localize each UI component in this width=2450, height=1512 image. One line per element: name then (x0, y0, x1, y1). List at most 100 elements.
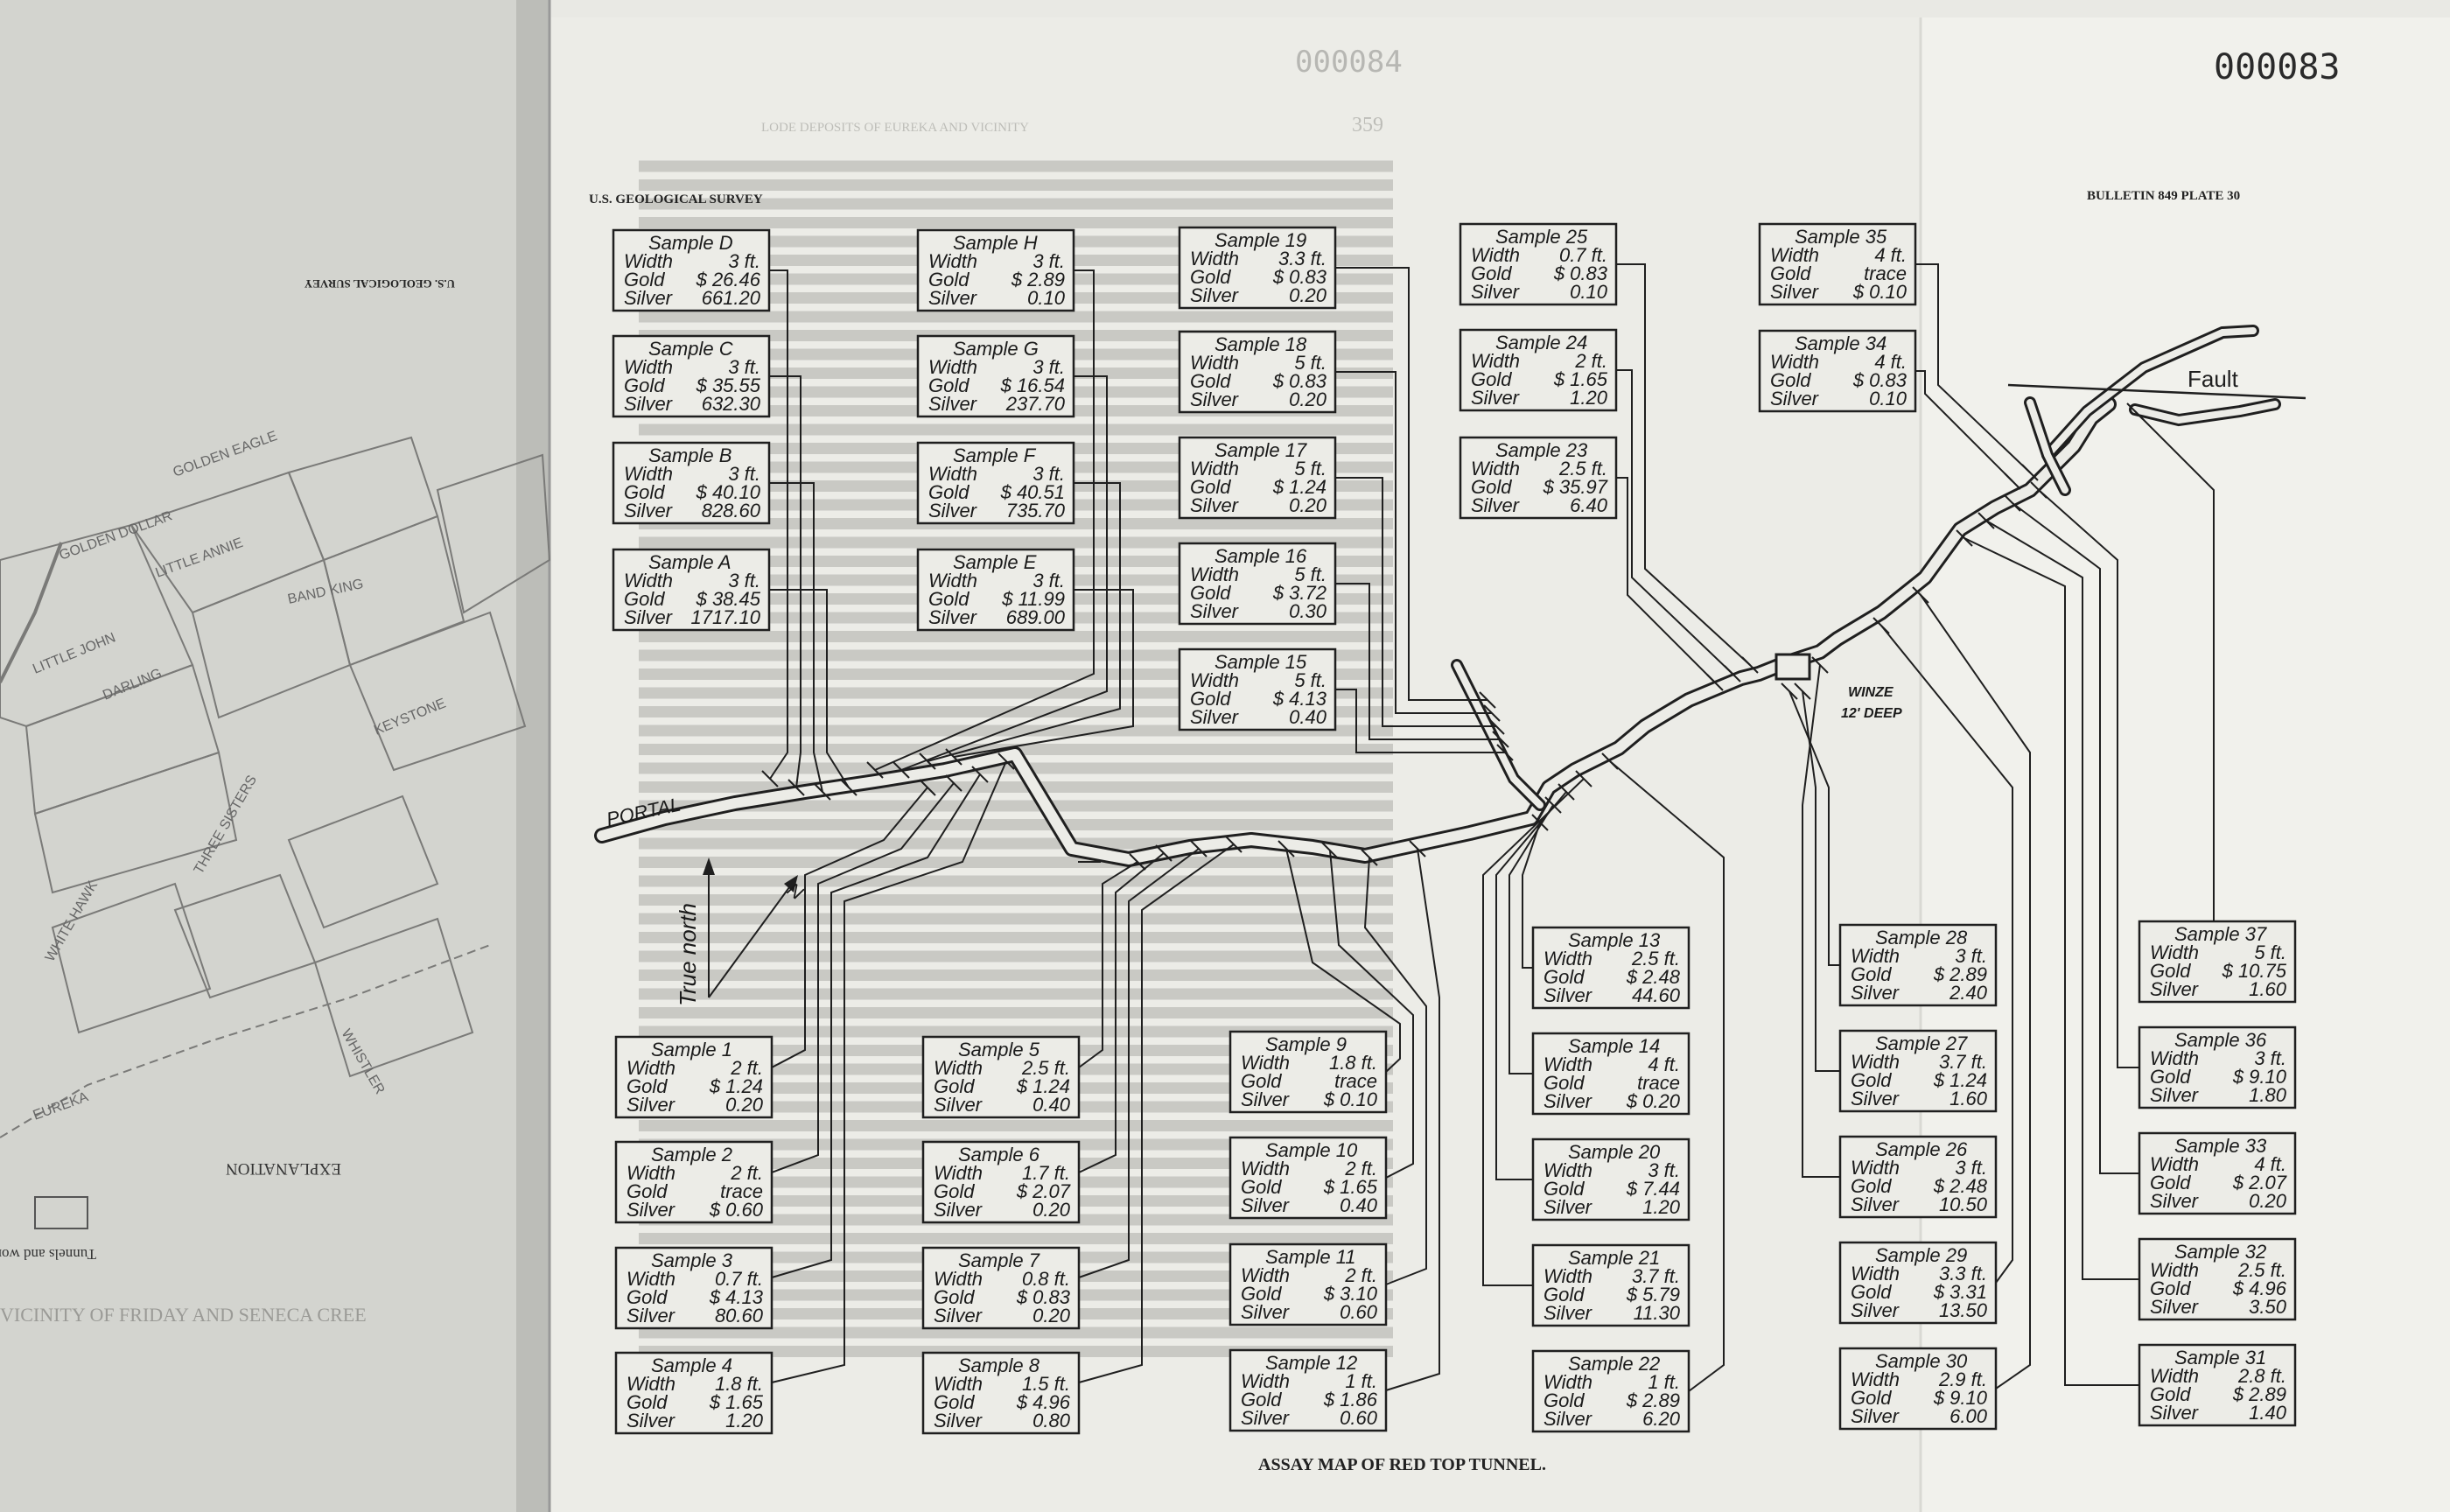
sample-gold-label: Gold (1241, 1070, 1282, 1092)
sample-gold-label: Gold (1190, 370, 1231, 392)
sample-width-label: Width (934, 1373, 983, 1395)
leader-line (769, 270, 788, 780)
sample-name: Sample 13 (1568, 929, 1661, 951)
sample-gold-label: Gold (934, 1075, 975, 1097)
sample-width-value: 2.9 ft. (1938, 1368, 1987, 1390)
sample-width-value: 5 ft. (1294, 564, 1326, 585)
sample-name: Sample 28 (1875, 927, 1968, 948)
sample-box-frame (614, 1140, 774, 1224)
sample-gold-label: Gold (1851, 963, 1892, 985)
sample-gold-label: Gold (626, 1391, 668, 1413)
sample-gold-label: Gold (1770, 262, 1811, 284)
leader-line (1508, 804, 1554, 1074)
sample-silver-label: Silver (934, 1199, 984, 1221)
sample-box-frame (612, 334, 771, 418)
sample-name: Sample 31 (2174, 1347, 2266, 1368)
sample-box-frame (1758, 222, 1917, 306)
sample-silver-label: Silver (1544, 1302, 1593, 1324)
sample-width-label: Width (624, 356, 673, 378)
sample-silver-value: 3.50 (2249, 1296, 2287, 1318)
sample-name: Sample C (648, 338, 733, 360)
header-right: BULLETIN 849 PLATE 30 (2087, 189, 2240, 203)
sample-silver-label: Silver (1770, 388, 1820, 410)
sample-box-frame (1531, 1349, 1690, 1433)
sample-silver-value: 1717.10 (690, 606, 760, 628)
sample-width-value: 3.7 ft. (1939, 1051, 1987, 1073)
sample-box-frame (1838, 1241, 1998, 1325)
sample-width-label: Width (928, 570, 977, 592)
magnetic-north-arrow (708, 883, 793, 998)
sample-box-frame (1459, 222, 1618, 306)
page-number: 359 (1352, 114, 1383, 136)
sample-gold-label: Gold (928, 374, 970, 396)
sample-gold-label: Gold (2150, 1278, 2191, 1299)
sample-silver-label: Silver (934, 1410, 984, 1432)
leader-line (1335, 477, 1496, 727)
sample-gold-value: trace (1637, 1072, 1680, 1094)
sample-gold-value: $ 0.83 (1016, 1286, 1071, 1308)
sample-gold-value: $ 0.83 (1553, 262, 1608, 284)
sample-gold-label: Gold (1544, 1072, 1585, 1094)
sample-width-value: 3 ft. (1648, 1159, 1680, 1181)
sample-gold-label: Gold (1544, 1390, 1585, 1411)
sample-gold-label: Gold (624, 374, 665, 396)
sample-width-label: Width (626, 1268, 676, 1290)
sample-silver-label: Silver (1241, 1407, 1291, 1429)
sample-box-frame (916, 441, 1075, 525)
leader-line (1363, 857, 1427, 1285)
leader-line (1915, 263, 2031, 473)
sample-silver-value: 1.20 (725, 1410, 764, 1432)
sample-box-frame (916, 548, 1075, 632)
leader-line (1616, 263, 1751, 666)
sample-gold-label: Gold (928, 481, 970, 503)
sample-width-value: 3 ft. (1032, 570, 1065, 592)
sample-width-label: Width (1241, 1052, 1290, 1074)
sample-silver-label: Silver (624, 393, 674, 415)
sample-silver-label: Silver (928, 287, 978, 309)
sample-name: Sample 34 (1795, 332, 1886, 354)
sample-silver-label: Silver (2150, 1402, 2200, 1424)
sample-silver-value: $ 0.10 (1323, 1088, 1378, 1110)
sample-gold-value: $ 2.89 (1933, 963, 1987, 985)
sample-name: Sample 35 (1795, 226, 1887, 248)
sample-width-label: Width (1190, 669, 1239, 691)
leader-line (2038, 489, 2139, 1068)
sample-silver-label: Silver (1471, 281, 1521, 303)
sample-gold-value: $ 1.65 (1323, 1176, 1378, 1198)
sample-silver-value: 689.00 (1006, 606, 1066, 628)
sample-silver-value: 0.20 (1289, 388, 1327, 410)
leader-line (1482, 778, 1585, 1286)
sample-gold-value: $ 4.96 (2232, 1278, 2287, 1299)
sample-name: Sample 3 (651, 1250, 733, 1271)
sample-width-value: 4 ft. (2254, 1153, 2286, 1175)
sample-gold-label: Gold (1471, 262, 1512, 284)
sample-silver-value: $ 0.10 (1852, 281, 1908, 303)
sample-width-value: 2.5 ft. (1631, 948, 1680, 970)
sample-width-value: 3 ft. (1955, 1157, 1987, 1179)
sample-silver-value: 0.10 (1027, 287, 1066, 309)
sample-gold-value: $ 1.86 (1323, 1389, 1378, 1410)
sample-gold-label: Gold (626, 1286, 668, 1308)
leader-line (771, 774, 981, 1278)
sample-silver-label: Silver (928, 500, 978, 522)
sample-gold-value: $ 2.89 (2232, 1383, 2286, 1405)
sample-box-frame (1178, 226, 1337, 310)
sample-name: Sample 37 (2174, 923, 2267, 945)
left-page (0, 0, 550, 1512)
sample-gold-label: Gold (1770, 369, 1811, 391)
leader-line (1335, 583, 1501, 740)
sample-gold-value: $ 9.10 (2232, 1066, 2287, 1088)
